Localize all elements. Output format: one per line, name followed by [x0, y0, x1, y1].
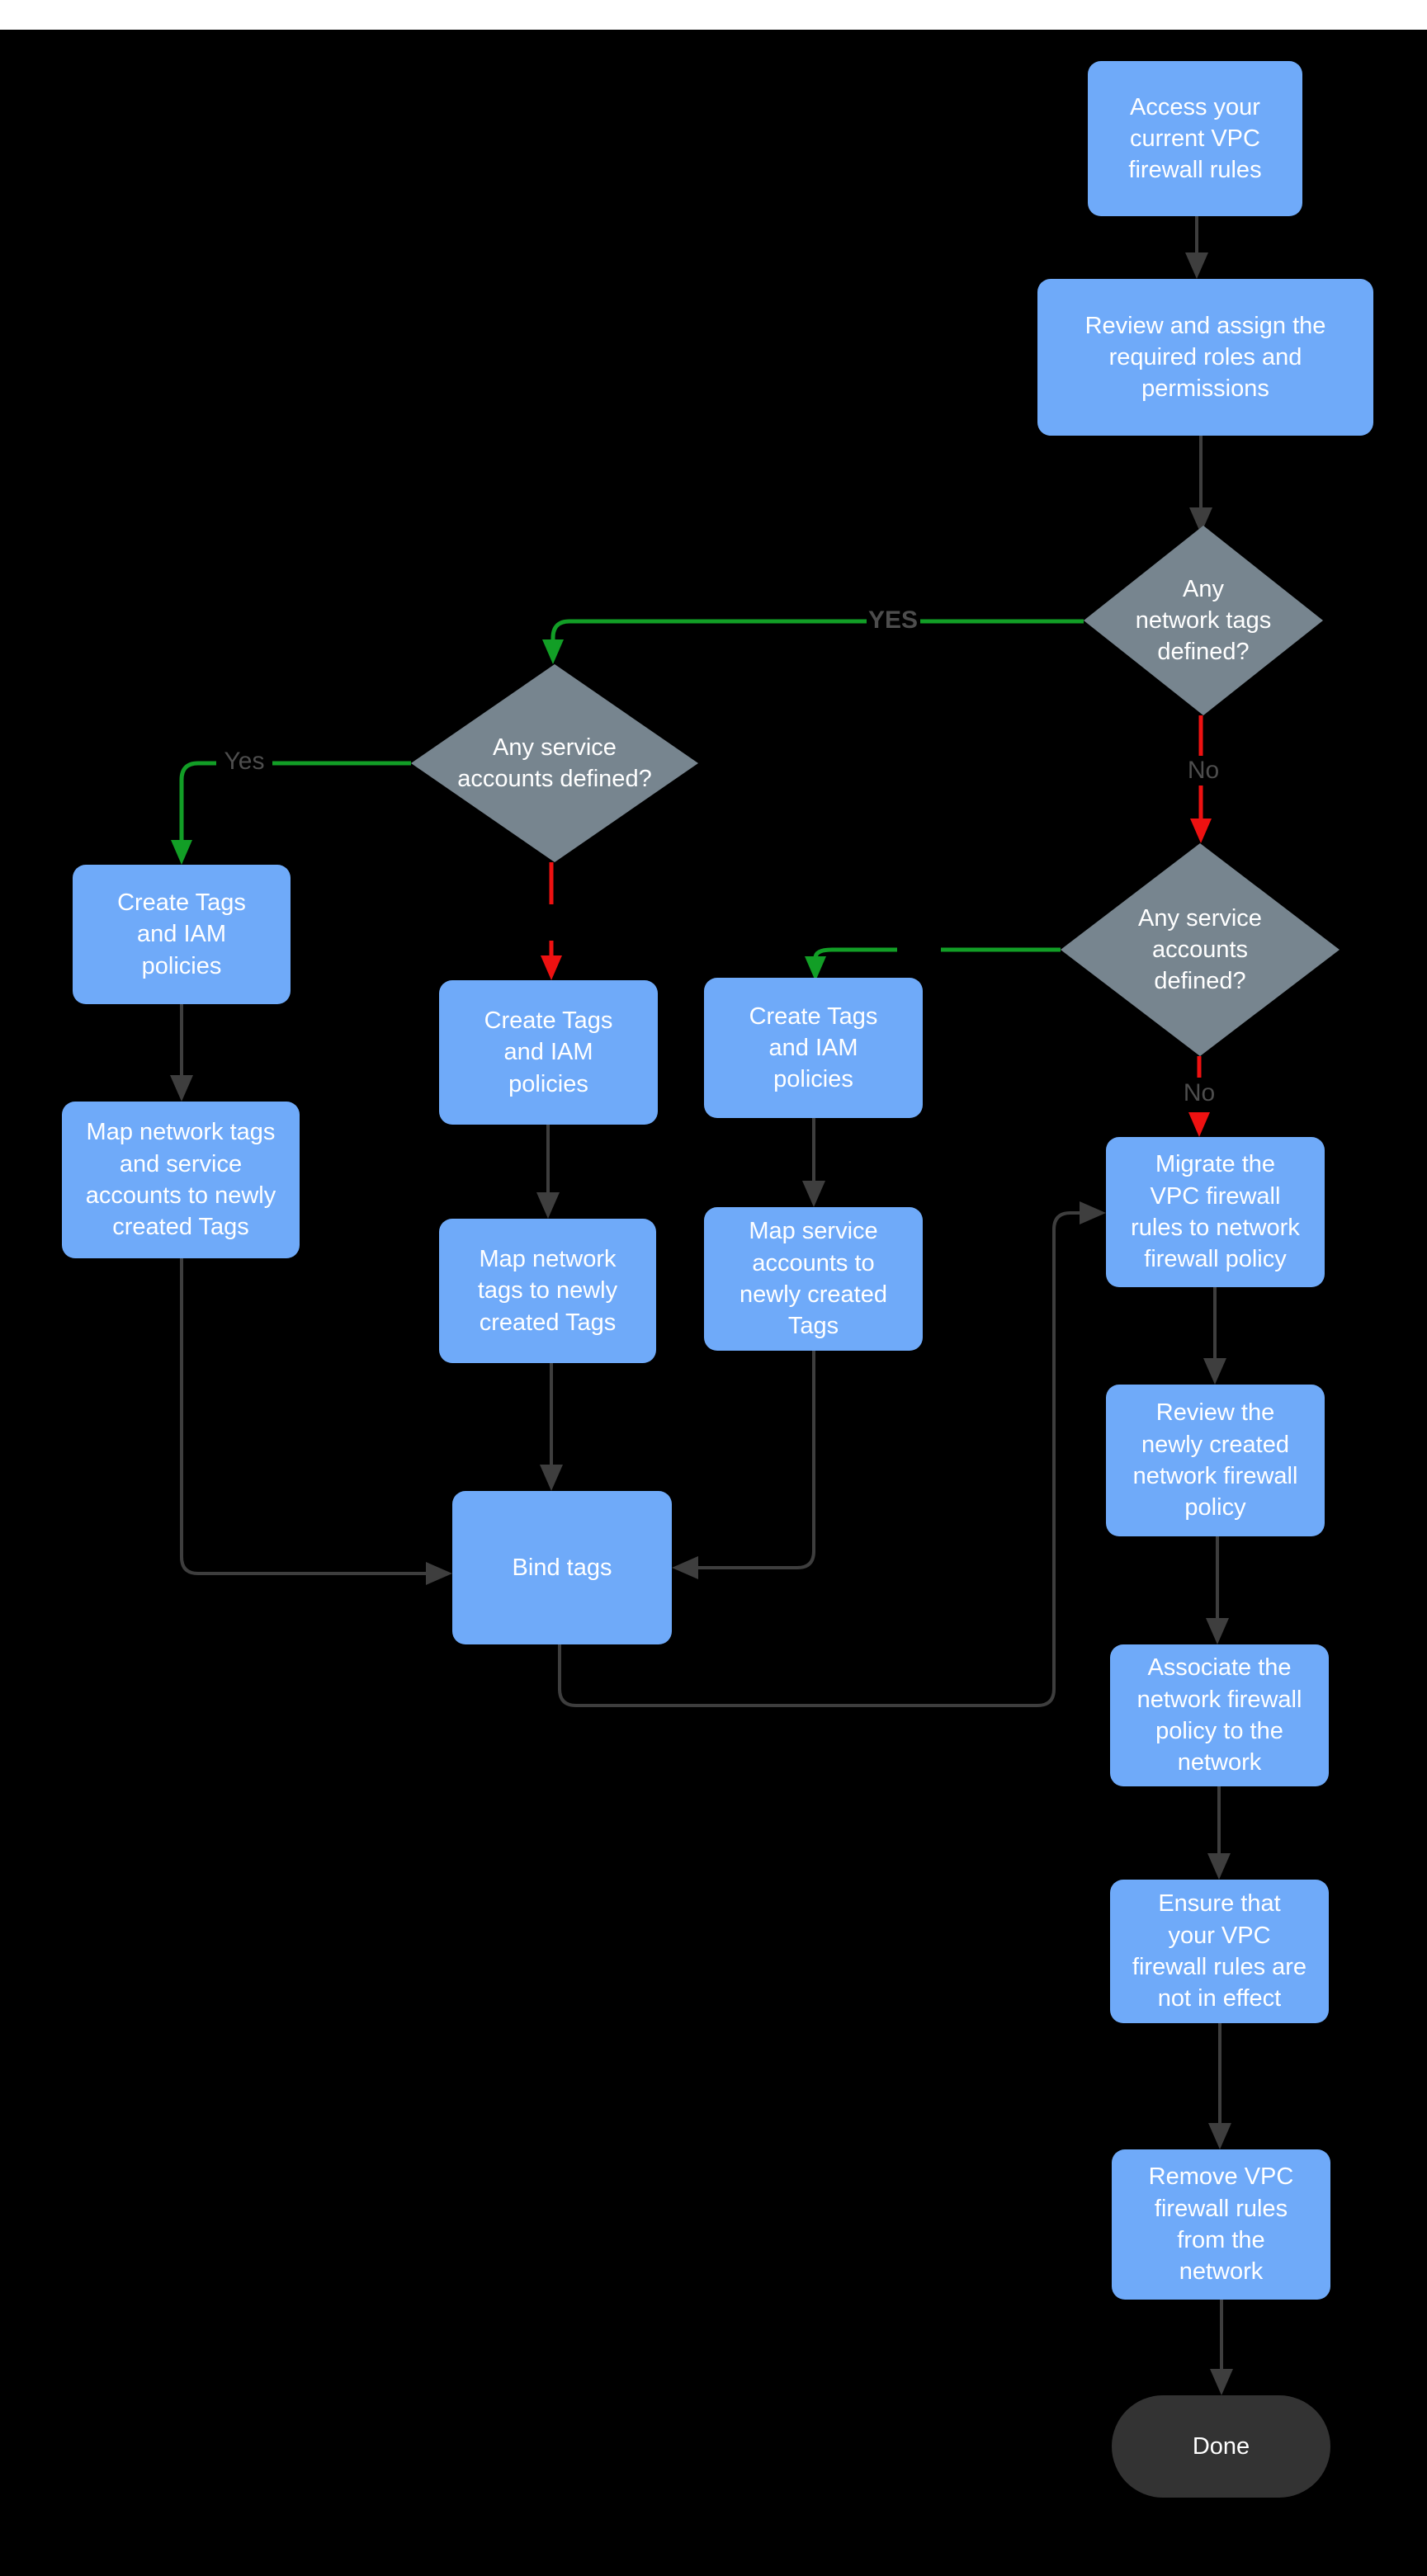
node-map-service-accounts: Map service accounts to newly created Ta…	[704, 1207, 923, 1351]
arrowhead-bind-to-migrate	[1080, 1201, 1106, 1224]
node-done-terminal: Done	[1112, 2395, 1330, 2498]
edge-label-yes-upper: YES	[867, 606, 919, 634]
arrowhead-yes-serviceright	[805, 956, 826, 981]
edge-label-no-upper: No	[1187, 757, 1220, 784]
arrowhead-review-to-network-tags	[1189, 507, 1212, 534]
node-access-vpc-firewall-rules: Access your current VPC firewall rules	[1088, 61, 1302, 216]
arrowhead-no-networktags	[1190, 819, 1212, 843]
top-bar	[0, 0, 1427, 30]
arrowhead-no-serviceright	[1188, 1112, 1210, 1137]
arrowhead-createmid-to-mapnetwork	[536, 1192, 560, 1219]
node-create-tags-iam-left: Create Tags and IAM policies	[73, 865, 291, 1004]
arrowhead-yes-serviceleft	[171, 840, 192, 865]
arrowhead-createleft-to-mapboth	[170, 1075, 193, 1102]
node-migrate-vpc-rules: Migrate the VPC firewall rules to networ…	[1106, 1137, 1325, 1287]
node-create-tags-iam-right: Create Tags and IAM policies	[704, 978, 923, 1118]
arrowhead-mapnetwork-to-bind	[540, 1465, 563, 1491]
node-associate-policy: Associate the network firewall policy to…	[1110, 1644, 1329, 1786]
edge-yes-serviceleft-segment-b	[179, 761, 216, 840]
arrowhead-yes-networktags	[542, 639, 564, 664]
node-map-network-tags: Map network tags to newly created Tags	[439, 1219, 656, 1363]
arrowhead-migrate-to-reviewpolicy	[1203, 1358, 1226, 1385]
arrowhead-mapservice-to-bind	[672, 1556, 698, 1579]
arrowhead-associate-to-ensure	[1207, 1853, 1231, 1880]
node-ensure-rules-not-in-effect: Ensure that your VPC firewall rules are …	[1110, 1880, 1329, 2023]
edge-mapboth-to-bind	[180, 1258, 426, 1575]
node-map-tags-and-service-accounts: Map network tags and service accounts to…	[62, 1102, 300, 1258]
arrowhead-reviewpolicy-to-associate	[1206, 1618, 1229, 1644]
edge-label-yes-left: Yes	[224, 748, 265, 775]
edge-yes-networktags-segment-b	[550, 619, 867, 641]
arrowhead-no-serviceleft	[541, 955, 562, 980]
arrowhead-mapboth-to-bind	[426, 1562, 452, 1585]
arrowhead-access-to-review	[1185, 252, 1208, 279]
edge-label-no-lower: No	[1183, 1079, 1216, 1106]
arrowhead-ensure-to-remove	[1208, 2123, 1231, 2149]
node-review-roles-permissions: Review and assign the required roles and…	[1037, 279, 1373, 436]
edge-yes-serviceright-segment-b	[813, 947, 897, 959]
node-review-firewall-policy: Review the newly created network firewal…	[1106, 1385, 1325, 1536]
node-bind-tags: Bind tags	[452, 1491, 672, 1644]
edge-bind-to-migrate	[558, 1211, 1080, 1707]
node-create-tags-iam-mid: Create Tags and IAM policies	[439, 980, 658, 1125]
edge-mapservice-to-bind	[698, 1351, 815, 1569]
node-remove-vpc-rules: Remove VPC firewall rules from the netwo…	[1112, 2149, 1330, 2300]
arrowhead-createright-to-mapservice	[802, 1181, 825, 1207]
arrowhead-remove-to-done	[1210, 2369, 1233, 2395]
